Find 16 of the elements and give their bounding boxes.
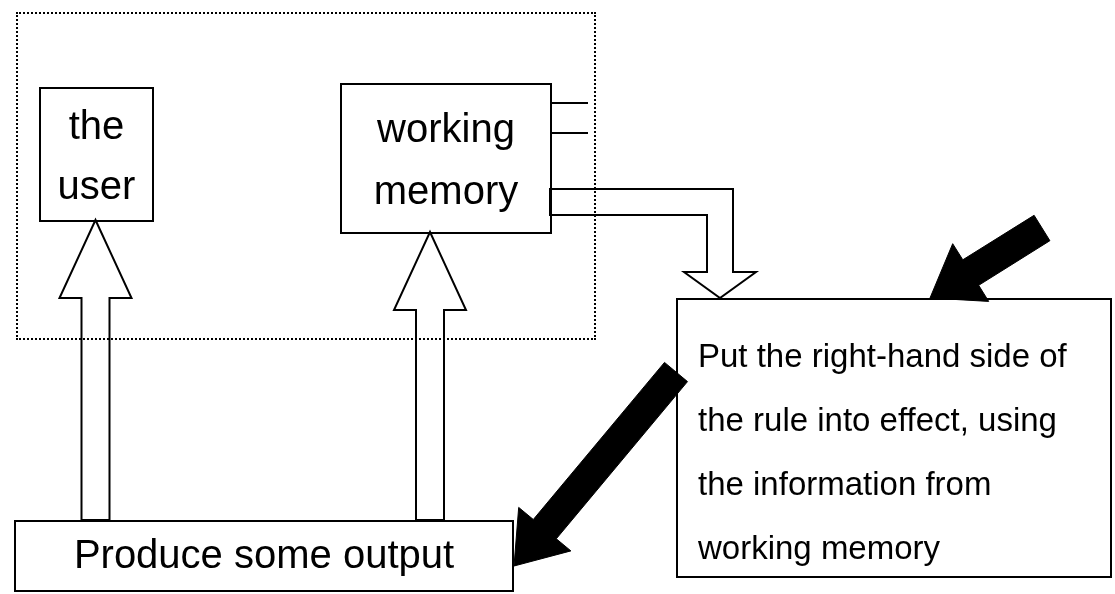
box-label: working memory xyxy=(372,104,520,214)
process-box xyxy=(14,520,514,592)
process-box xyxy=(39,87,154,222)
hollow-block-arrow xyxy=(57,217,134,521)
solid-block-arrow xyxy=(513,361,688,567)
box-label: the user xyxy=(56,101,137,209)
box-label: Put the right-hand side of the rule into effect, using the information from working memory xyxy=(698,336,1068,568)
process-box xyxy=(340,83,552,234)
solid-block-arrow xyxy=(929,214,1051,302)
hollow-block-arrow xyxy=(392,229,468,521)
box-label: Produce some output xyxy=(73,531,455,578)
dotted-frame xyxy=(16,12,596,340)
hollow-block-arrow xyxy=(549,188,760,300)
connector-line xyxy=(549,102,589,104)
connector-line xyxy=(549,132,589,134)
process-box xyxy=(676,298,1112,578)
